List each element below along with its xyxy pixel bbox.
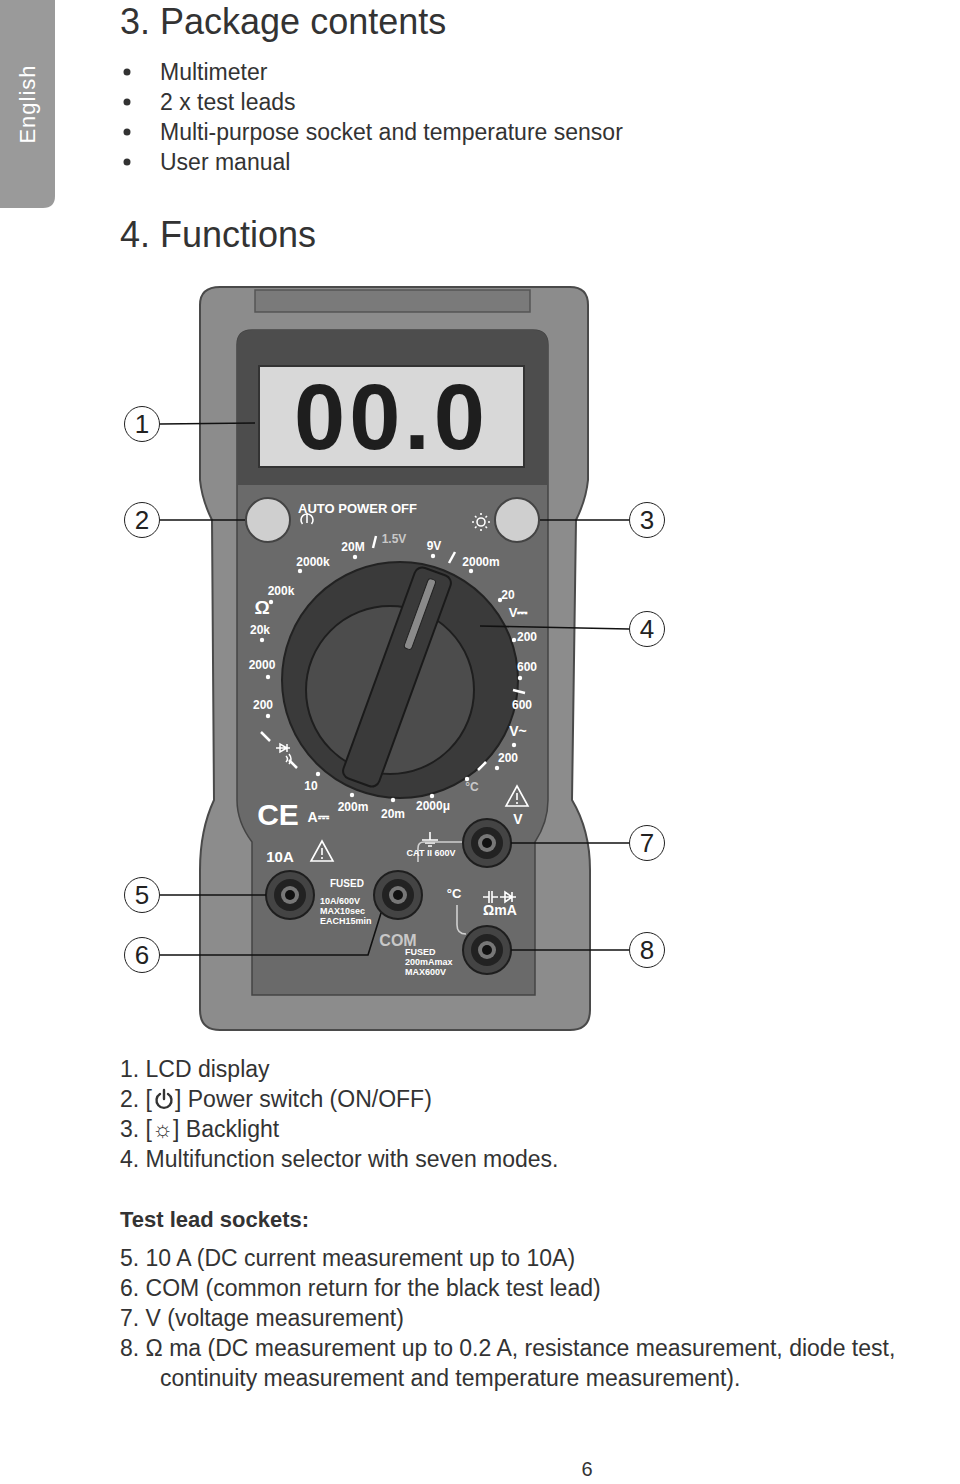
list-item: 8. Ω ma (DC measurement up to 0.2 A, res…	[120, 1333, 958, 1393]
fuse-label: FUSED	[330, 878, 364, 889]
range-label: 200	[517, 630, 537, 644]
backlight-button	[495, 498, 539, 542]
panel-label: AUTO POWER OFF	[298, 501, 417, 517]
list-item: 2 x test leads	[160, 87, 296, 117]
mode-symbol: Ω	[254, 597, 269, 620]
callout-circle: 2	[124, 502, 160, 538]
subheading: Test lead sockets:	[120, 1205, 309, 1235]
mode-symbol: V~	[509, 723, 527, 740]
callout-number: 4	[640, 616, 654, 642]
callout-number: 8	[640, 937, 654, 963]
callout-circle: 1	[124, 406, 160, 442]
range-dots	[260, 554, 522, 802]
range-label: 600	[512, 698, 532, 712]
callout-circle: 5	[124, 877, 160, 913]
selector-pointer	[341, 565, 453, 788]
heading: 3. Package contents	[120, 0, 446, 43]
socket-label: ΩmA	[483, 902, 517, 919]
range-label: 2000k	[296, 555, 329, 569]
range-label: 2000μ	[416, 799, 450, 813]
range-label: 200k	[268, 584, 295, 598]
display-bezel	[237, 330, 548, 485]
mode-symbol: V⎓	[509, 605, 528, 621]
list-item: 6. COM (common return for the black test…	[120, 1273, 601, 1303]
top-bezel	[255, 290, 530, 312]
range-label: 20M	[341, 540, 364, 554]
list-item: User manual	[160, 147, 290, 177]
range-label: °C	[465, 780, 478, 794]
callout-number: 7	[640, 830, 654, 856]
socket-label: °C	[447, 886, 462, 902]
rating-label: CAT II 600V	[407, 849, 456, 859]
range-label: 200	[498, 751, 518, 765]
callout-number: 1	[135, 411, 149, 437]
fuse-rating: 10A/600V MAX10sec EACH15min	[320, 897, 368, 927]
list-item: 3. [☼] Backlight	[120, 1114, 279, 1144]
range-label: 2000	[249, 658, 276, 672]
range-label: 1.5V	[382, 532, 407, 546]
language-tab: English	[0, 0, 55, 208]
callout-number: 6	[135, 942, 149, 968]
list-item: 4. Multifunction selector with seven mod…	[120, 1144, 558, 1174]
list-item: 1. LCD display	[120, 1054, 270, 1084]
lcd-reading: 00.0	[294, 371, 489, 463]
range-label: 200	[253, 698, 273, 712]
range-label: 600	[517, 660, 537, 674]
list-item: Multi-purpose socket and temperature sen…	[160, 117, 623, 147]
list-item: 2. [	[120, 1084, 152, 1114]
test-lead-sockets	[266, 819, 511, 974]
language-tab-shape	[0, 0, 55, 208]
socket-label: V	[513, 811, 522, 828]
callout-circle: 6	[124, 937, 160, 973]
callout-number: 5	[135, 882, 149, 908]
mode-symbol: A⎓	[307, 809, 328, 826]
lcd-display: 00.0	[258, 365, 525, 468]
callout-circle: 7	[629, 825, 665, 861]
callout-number: 3	[640, 507, 654, 533]
callout-circle: 3	[629, 502, 665, 538]
ground-symbol	[422, 832, 438, 846]
ce-mark: CE	[257, 797, 299, 833]
front-face	[237, 330, 548, 995]
bullets	[124, 69, 131, 166]
heading: 4. Functions	[120, 213, 316, 256]
range-label: 20	[501, 588, 514, 602]
range-label: 200m	[338, 800, 369, 814]
range-label: 10	[304, 779, 317, 793]
range-label: 20m	[381, 807, 405, 821]
list-item: 5. 10 A (DC current measurement up to 10…	[120, 1243, 575, 1273]
capacitor-diode-symbol	[483, 891, 516, 903]
range-label: 9V	[427, 539, 442, 553]
diode-continuity-symbol	[276, 744, 291, 764]
range-label: 20k	[250, 623, 270, 637]
list-item: 7. V (voltage measurement)	[120, 1303, 404, 1333]
callout-circle: 4	[629, 611, 665, 647]
leader-lines	[160, 423, 629, 955]
callout-circle: 8	[629, 932, 665, 968]
selector-ring	[282, 562, 518, 798]
fuse-rating: FUSED 200mAmax MAX600V	[405, 948, 465, 978]
tab-text: English	[15, 64, 41, 143]
housing	[200, 287, 590, 1030]
list-item: ] Power switch (ON/OFF)	[175, 1084, 432, 1114]
callout-number: 2	[135, 507, 149, 533]
page-number: 6	[581, 1457, 592, 1481]
power-button	[246, 498, 290, 542]
list-item: Multimeter	[160, 57, 267, 87]
socket-label: 10A	[266, 848, 294, 866]
power-icon	[154, 1088, 174, 1110]
range-dividers	[261, 536, 525, 770]
range-label: 2000m	[462, 555, 499, 569]
